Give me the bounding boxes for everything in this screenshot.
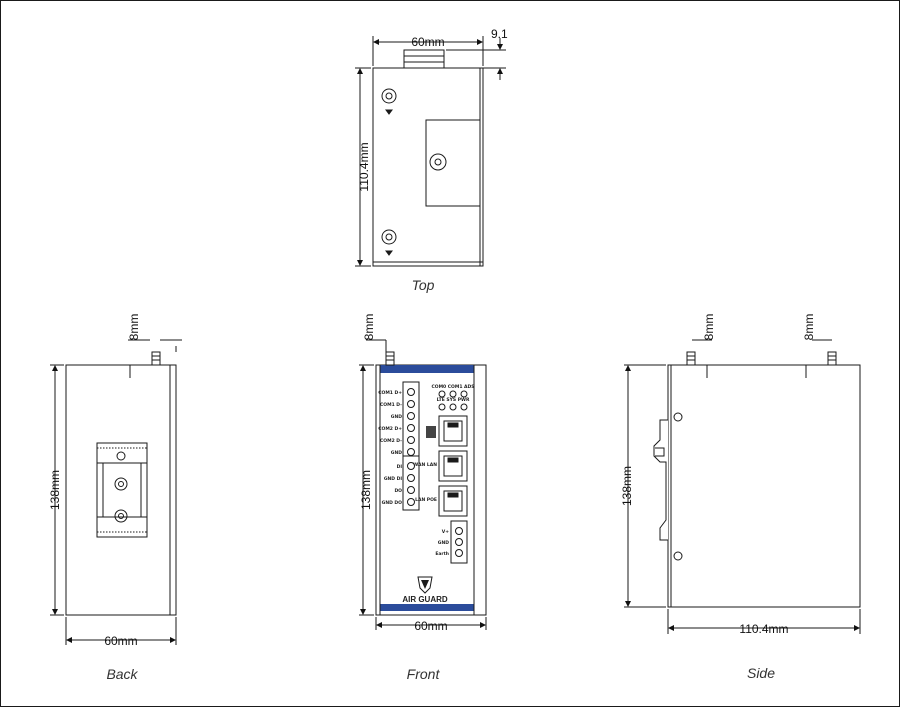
port-label: WAN LAN: [413, 462, 437, 468]
terminal-label: GND: [391, 414, 402, 420]
power-label: V+: [442, 529, 449, 535]
front-caption: Front: [407, 666, 441, 682]
side-din-clip: [653, 410, 669, 541]
back-width-label: 60mm: [104, 634, 137, 648]
back-screw-icon-3: [114, 509, 128, 523]
front-width-label: 60mm: [414, 619, 447, 633]
terminal-label: GND DI: [384, 476, 402, 482]
back-antenna-icon: [151, 351, 161, 366]
led-row2-label: LTE SYS PWR: [437, 397, 470, 403]
top-caption: Top: [412, 277, 435, 293]
side-antenna-icon-left: [686, 351, 696, 366]
top-stub-label: 9.1: [491, 27, 508, 41]
front-terminal-block: [402, 381, 420, 511]
front-sim-slot: [426, 426, 436, 438]
front-ethernet-port-3: [438, 485, 468, 517]
front-view: [359, 339, 487, 630]
top-width-label: 60mm: [411, 35, 444, 49]
side-width-label: 110.4mm: [739, 622, 788, 636]
terminal-label: COM2 D-: [380, 438, 402, 444]
front-terminal-pins: [407, 388, 415, 506]
terminal-label: GND DO: [382, 500, 402, 506]
terminal-label: COM1 D+: [378, 390, 402, 396]
front-brand-label: AIR GUARD: [402, 595, 448, 604]
back-antenna-label: 8mm: [127, 314, 141, 341]
top-view: [355, 36, 506, 267]
front-bottom-band: [380, 604, 474, 611]
top-view-cover-plate: [425, 119, 481, 207]
front-led-indicators: [438, 390, 468, 411]
power-label: GND: [438, 540, 449, 546]
back-view: [50, 339, 182, 645]
back-screw-icon-2: [114, 477, 128, 491]
front-ethernet-port-1: [438, 415, 468, 447]
side-view: [624, 339, 861, 634]
front-power-connector: [450, 520, 468, 564]
side-antenna-icon-right: [827, 351, 837, 366]
back-height-label: 138mm: [48, 470, 62, 510]
side-view-body: [667, 364, 861, 608]
side-antenna-label-right: 8mm: [802, 314, 816, 341]
front-antenna-label: 8mm: [362, 314, 376, 341]
front-top-band: [380, 365, 474, 373]
led-row1-label: COM0 COM1 ADS: [431, 384, 474, 390]
side-height-label: 138mm: [620, 466, 634, 506]
terminal-label: DO: [394, 488, 402, 494]
side-screw-icon-1: [673, 412, 683, 422]
top-view-connector-stub: [403, 49, 445, 69]
back-screw-icon-1: [116, 451, 126, 461]
side-caption: Side: [747, 665, 775, 681]
side-screw-icon-2: [673, 551, 683, 561]
top-view-antenna-mount-icon-2: [381, 229, 397, 245]
top-height-label: 110.4mm: [357, 142, 371, 191]
top-view-antenna-mount-icon: [381, 88, 397, 104]
front-view-body: [375, 364, 487, 616]
back-caption: Back: [106, 666, 138, 682]
front-antenna-icon: [385, 351, 395, 366]
front-ethernet-port-2: [438, 450, 468, 482]
terminal-label: DI: [397, 464, 403, 470]
front-terminal-labels: COM1 D+ COM1 D- GND COM2 D+ COM2 D- GND …: [378, 390, 402, 506]
side-antenna-label-left: 8mm: [702, 314, 716, 341]
terminal-label: COM1 D-: [380, 402, 402, 408]
port-label: LAN POE: [415, 497, 437, 503]
power-label: Earth: [435, 551, 449, 557]
terminal-label: GND: [391, 450, 402, 456]
terminal-label: COM2 D+: [378, 426, 402, 432]
top-view-screw-icon: [429, 153, 447, 171]
front-height-label: 138mm: [359, 470, 373, 510]
